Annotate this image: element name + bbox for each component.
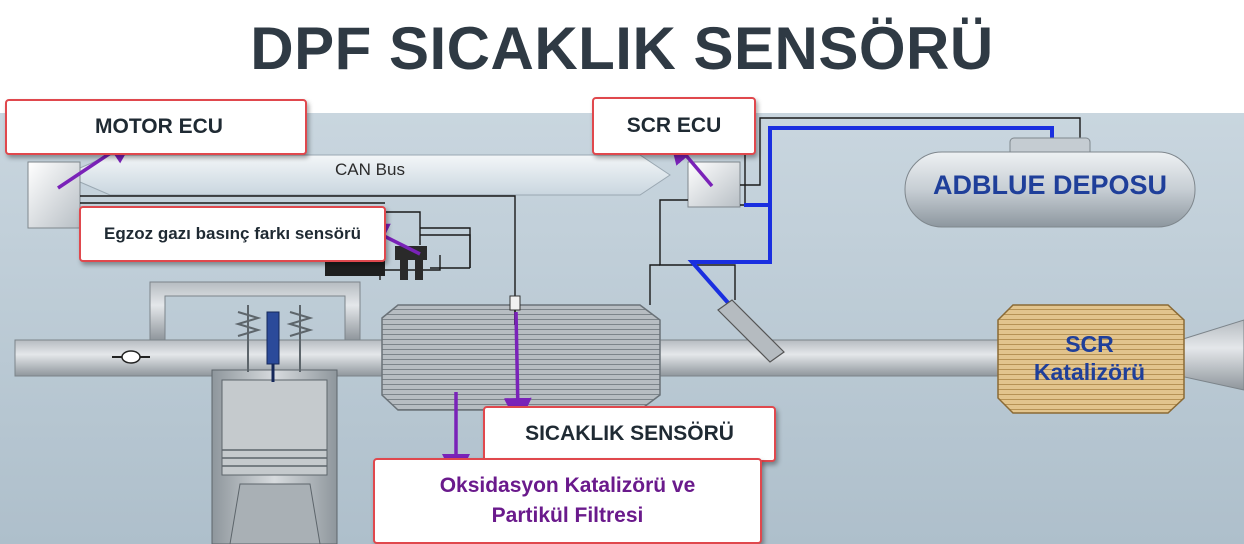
valve-springs (234, 305, 314, 372)
piston (221, 379, 328, 476)
can-bus-banner (79, 154, 671, 196)
adblue-tank-label: ADBLUE DEPOSU (932, 170, 1168, 200)
motor-ecu-callout: MOTOR ECU (5, 99, 307, 155)
oxi-catalyst-callout: Oksidasyon Katalizörü ve Partikül Filtre… (373, 458, 762, 544)
dpf-housing (381, 304, 661, 411)
pressure-sensor-callout: Egzoz gazı basınç farkı sensörü (79, 206, 386, 262)
temp-sensor-callout: SICAKLIK SENSÖRÜ (483, 406, 776, 462)
pressure-sensor-housing (325, 258, 385, 276)
adblue-line (687, 126, 1054, 307)
oxi-catalyst-label-line2: Partikül Filtresi (491, 504, 644, 527)
pressure-sensor-label: Egzoz gazı basınç farkı sensörü (104, 224, 361, 243)
arrow-temp-sensor (503, 311, 532, 426)
adblue-injector-icon (717, 299, 785, 363)
adblue-tank (904, 151, 1196, 228)
scr-ecu-label: SCR ECU (626, 114, 722, 137)
can-bus-label: CAN Bus (335, 160, 405, 179)
page-title: DPF SICAKLIK SENSÖRÜ (250, 15, 994, 82)
scr-catalyst-label-line1: SCR (1065, 331, 1114, 357)
throttle-valve-icon (112, 350, 150, 364)
wiring (80, 117, 1081, 305)
scr-ecu-callout: SCR ECU (592, 97, 756, 155)
fuel-injector-icon (266, 311, 280, 365)
temp-sensor-label: SICAKLIK SENSÖRÜ (525, 422, 734, 445)
oxi-catalyst-label-line1: Oksidasyon Katalizörü ve (439, 474, 696, 497)
motor-ecu-label: MOTOR ECU (95, 115, 223, 138)
scr-catalyst (997, 304, 1185, 414)
scr-catalyst-label-line2: Katalizörü (1033, 359, 1146, 385)
pressure-sensor-icon (395, 246, 427, 260)
scr-catalyst-label: SCR Katalizörü (997, 330, 1182, 386)
motor-ecu-box (27, 161, 81, 229)
egr-pipe (149, 281, 361, 341)
